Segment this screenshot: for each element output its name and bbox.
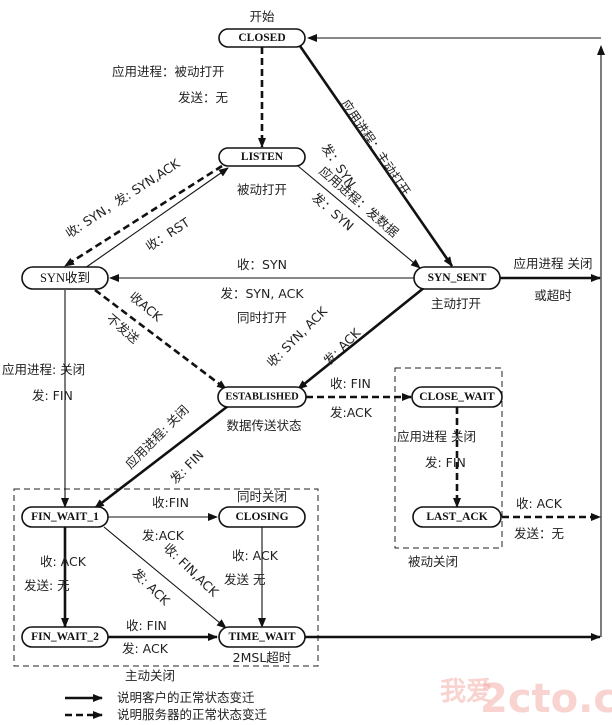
label: 2MSL超时 bbox=[233, 650, 292, 665]
label: 被动关闭 bbox=[408, 554, 458, 569]
state-established: ESTABLISHED bbox=[217, 386, 307, 408]
label: 发: FIN bbox=[167, 447, 207, 487]
state-listen: LISTEN bbox=[218, 147, 306, 167]
svg-text:2cto.com: 2cto.com bbox=[480, 676, 612, 722]
label: 同时关闭 bbox=[237, 489, 287, 504]
label: 收: ACK bbox=[232, 548, 279, 563]
state-label: CLOSED bbox=[238, 32, 285, 44]
legend-client-label: 说明客户的正常状态变迁 bbox=[117, 690, 255, 705]
label: 应用进程 关闭 bbox=[397, 429, 476, 444]
edge-finwait1-timewait bbox=[103, 526, 227, 629]
watermark: 我爱 2cto.com bbox=[440, 676, 612, 722]
label: 发: ACK bbox=[129, 565, 173, 608]
label: 收: FIN bbox=[126, 618, 167, 633]
label: 发: FIN bbox=[425, 455, 466, 470]
state-label: LISTEN bbox=[241, 151, 284, 163]
label: 应用进程：被动打开 bbox=[112, 64, 225, 79]
edge-synrcvd-established bbox=[94, 288, 227, 391]
transitions bbox=[61, 34, 605, 641]
state-syn-rcvd: SYN收到 bbox=[21, 266, 109, 290]
edge-listen-synrcvd bbox=[64, 164, 223, 268]
label: 被动打开 bbox=[237, 182, 287, 197]
state-close-wait: CLOSE_WAIT bbox=[411, 386, 503, 408]
edge-synrcvd-listen bbox=[84, 167, 229, 269]
label: 发:ACK bbox=[142, 528, 185, 543]
transition-labels: 开始 应用进程：被动打开 发送：无 被动打开 应用进程：主动打开 发：SYN 应… bbox=[2, 9, 592, 683]
svg-text:我爱: 我爱 bbox=[440, 677, 492, 707]
legend-server-label: 说明服务器的正常状态变迁 bbox=[117, 707, 268, 722]
edge-synsent-established bbox=[297, 285, 426, 391]
label: 发送: 无 bbox=[24, 578, 70, 593]
label: 发: ACK bbox=[122, 641, 169, 656]
state-label: TIME_WAIT bbox=[228, 631, 295, 643]
label: 同时打开 bbox=[237, 310, 287, 325]
active-close-box bbox=[13, 488, 319, 667]
state-fin-wait-1: FIN_WAIT_1 bbox=[21, 506, 109, 528]
label: 不发送 bbox=[104, 311, 143, 347]
label: 收: ACK bbox=[516, 496, 563, 511]
start-label: 开始 bbox=[249, 9, 275, 24]
label: 收：SYN bbox=[237, 257, 287, 272]
label: 收: ACK bbox=[40, 554, 87, 569]
label: 收：RST bbox=[143, 214, 193, 254]
label: 发送：无 bbox=[178, 90, 228, 105]
passive-close-box bbox=[394, 367, 503, 549]
label: 主动打开 bbox=[431, 296, 481, 311]
state-label: SYN_SENT bbox=[428, 272, 487, 284]
label: 或超时 bbox=[534, 288, 572, 303]
edge-established-finwait1 bbox=[94, 404, 229, 510]
label: 收: FIN,ACK bbox=[161, 540, 222, 600]
legend: 说明客户的正常状态变迁 说明服务器的正常状态变迁 bbox=[65, 690, 268, 722]
label: 主动关闭 bbox=[125, 668, 175, 683]
state-closed: CLOSED bbox=[218, 28, 306, 48]
edge-listen-synsent bbox=[297, 165, 421, 269]
state-last-ack: LAST_ACK bbox=[412, 506, 502, 528]
state-syn-sent: SYN_SENT bbox=[413, 266, 501, 290]
state-closing: CLOSING bbox=[218, 506, 306, 528]
label: 应用进程 关闭 bbox=[514, 256, 593, 271]
state-label: FIN_WAIT_2 bbox=[31, 631, 99, 643]
state-label: CLOSING bbox=[235, 511, 288, 523]
label: 发:ACK bbox=[330, 405, 373, 420]
state-label: SYN收到 bbox=[40, 271, 90, 285]
state-fin-wait-2: FIN_WAIT_2 bbox=[21, 626, 109, 648]
label: 收: FIN bbox=[330, 376, 371, 391]
state-label: CLOSE_WAIT bbox=[419, 391, 495, 403]
label: 发送：无 bbox=[514, 526, 564, 541]
label: 收:FIN bbox=[152, 495, 189, 510]
state-label: ESTABLISHED bbox=[225, 392, 299, 403]
state-label: FIN_WAIT_1 bbox=[31, 511, 99, 523]
label: 数据传送状态 bbox=[226, 418, 301, 433]
state-time-wait: TIME_WAIT bbox=[218, 626, 306, 648]
label: 发：SYN, ACK bbox=[220, 286, 304, 301]
state-label: LAST_ACK bbox=[426, 511, 487, 523]
label: 发: ACK bbox=[320, 325, 364, 369]
edge-closed-synsent bbox=[298, 45, 454, 267]
label: 发: FIN bbox=[32, 388, 73, 403]
label: 应用进程: 关闭 bbox=[2, 362, 85, 377]
label: 发送 无 bbox=[224, 572, 265, 587]
